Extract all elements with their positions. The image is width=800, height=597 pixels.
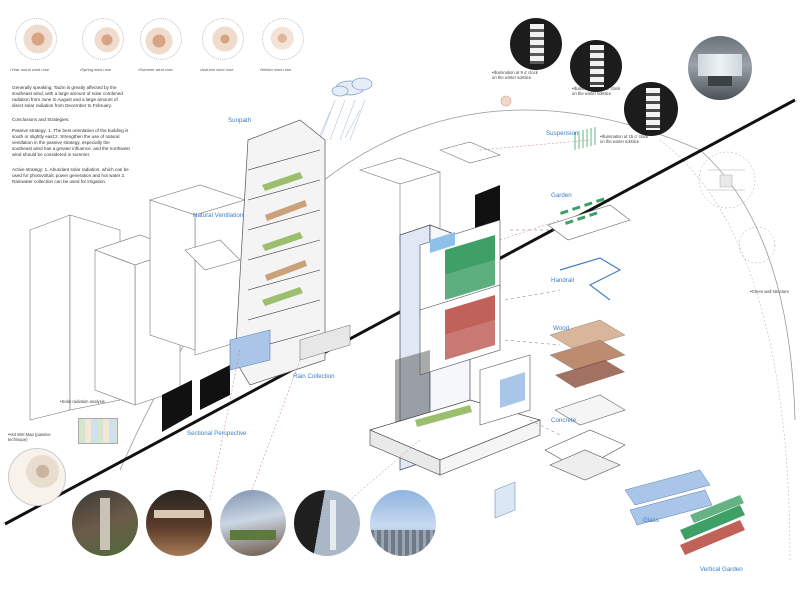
wind-rose-caption: •Spring wind rose <box>80 67 112 72</box>
label-glass: Glass <box>643 517 659 524</box>
label-garden: Garden <box>551 192 572 199</box>
label-sectional-perspective: Sectional Perspective <box>187 430 247 437</box>
note-hot-wet-map: •Hot Wet Map (passive technique) <box>8 432 51 443</box>
note-green-wall: •Green wall structure <box>750 289 789 294</box>
photo-skyline <box>370 490 436 556</box>
label-suspension: Suspension <box>546 130 579 137</box>
active-strategy: Active strategy: 1. Abundant solar radia… <box>12 167 129 184</box>
interior-photo <box>688 36 752 100</box>
wind-rose-chart <box>202 18 244 60</box>
photo-planter-balcony <box>220 490 286 556</box>
wind-rose-chart <box>262 18 304 60</box>
label-sunpath: Sunpath <box>228 117 252 124</box>
cloud-icon <box>331 77 373 97</box>
climate-description: Generally speaking, Taizin is greatly af… <box>12 85 123 108</box>
label-wood: Wood <box>553 325 570 332</box>
wind-rose-chart <box>140 18 182 60</box>
photo-wood-interior <box>146 490 212 556</box>
note-illumination-9: •Illumination at 9 o' clock on the winte… <box>492 70 538 81</box>
passive-strategy: Passive strategy: 1. The best orientatio… <box>12 128 130 157</box>
wind-rose-chart <box>82 18 124 60</box>
wind-rose-caption: •Autumn wind rose <box>200 67 234 72</box>
note-solar-radiation: •Solar radiation analysis <box>60 399 105 404</box>
photo-terrace <box>72 490 138 556</box>
photo-facade <box>294 490 360 556</box>
wind-rose-chart <box>15 18 57 60</box>
strategies-heading: Conclusions and Strategies: <box>12 117 70 122</box>
label-concrete: Concrete <box>551 417 577 424</box>
label-vertical-garden: Vertical Garden <box>700 566 743 573</box>
illumination-12-image <box>570 40 622 92</box>
wind-rose-caption: •Year round wind rose <box>10 67 50 72</box>
illumination-9-image <box>510 18 562 70</box>
wind-rose-caption: •Winter wind rose <box>260 67 292 72</box>
illumination-15-image <box>624 82 678 136</box>
solar-radiation-chart <box>78 418 118 444</box>
wind-rose-row: •Year round wind rose •Spring wind rose … <box>10 18 310 78</box>
label-rain-collection: Rain Collection <box>293 373 335 380</box>
wind-rose-caption: •Summer wind rose <box>138 67 173 72</box>
hot-wet-map-chart <box>8 448 66 506</box>
note-illumination-15: •Illumination at 15 o' clock on the wint… <box>600 134 649 145</box>
label-handrail: Handrail <box>551 277 575 284</box>
label-natural-ventilation: Natural Ventilation <box>193 212 244 219</box>
